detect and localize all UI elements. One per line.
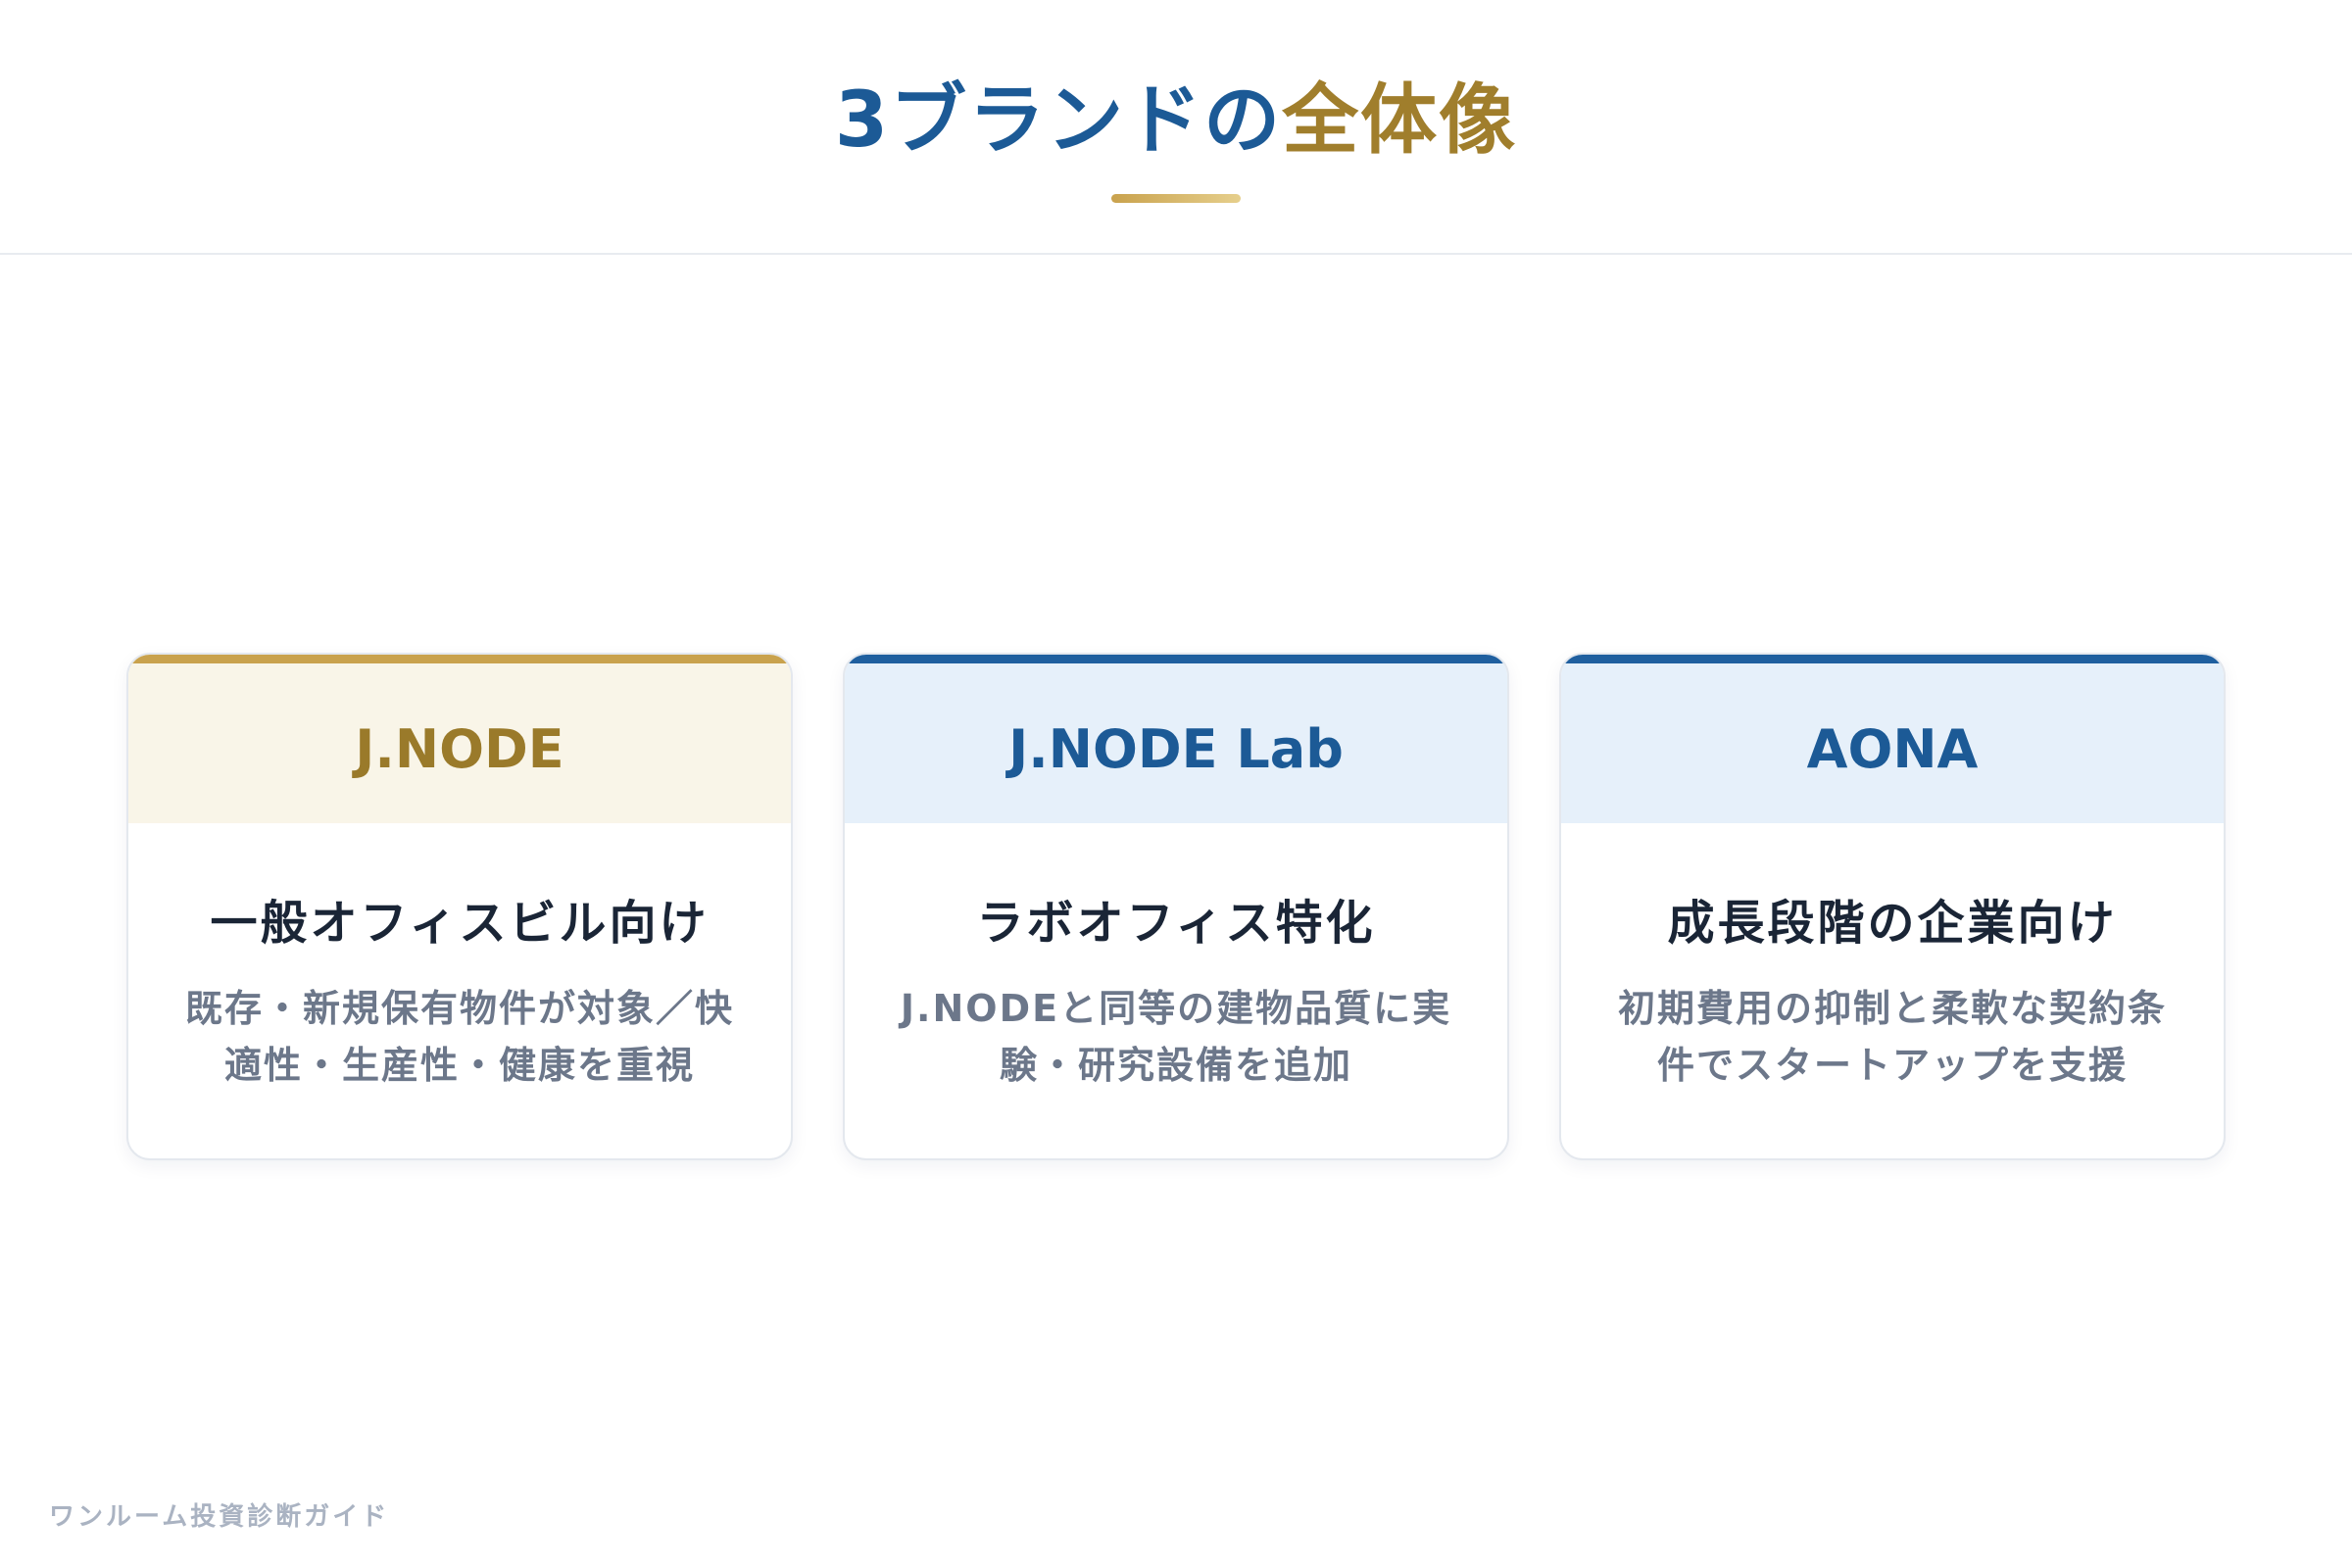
card-body: 一般オフィスビル向け 既存・新規保有物件が対象／快適性・生産性・健康を重視 [128, 823, 791, 1158]
card-description: 初期費用の抑制と柔軟な契約条件でスタートアップを支援 [1617, 987, 2167, 1087]
brand-card-aona: AONA 成長段階の企業向け 初期費用の抑制と柔軟な契約条件でスタートアップを支… [1559, 653, 2226, 1160]
footer-label: ワンルーム投資診断ガイド [49, 1502, 390, 1532]
card-header: J.NODE [128, 655, 791, 823]
page-header: 3ブランドの全体像 [0, 0, 2352, 255]
card-header: J.NODE Lab [845, 655, 1507, 823]
page-title: 3ブランドの全体像 [0, 67, 2352, 174]
page-title-accent: 全体像 [1282, 76, 1518, 165]
card-headline: 一般オフィスビル向け [210, 896, 710, 951]
brand-name: J.NODE Lab [1008, 718, 1344, 780]
brand-name: J.NODE [355, 718, 564, 780]
card-body: ラボオフィス特化 J.NODEと同等の建物品質に実験・研究設備を追加 [845, 823, 1507, 1158]
card-description: J.NODEと同等の建物品質に実験・研究設備を追加 [900, 987, 1452, 1087]
brand-name: AONA [1806, 718, 1979, 780]
brand-cards: J.NODE 一般オフィスビル向け 既存・新規保有物件が対象／快適性・生産性・健… [126, 653, 2226, 1160]
title-underline [1111, 194, 1241, 203]
card-body: 成長段階の企業向け 初期費用の抑制と柔軟な契約条件でスタートアップを支援 [1561, 823, 2224, 1158]
card-header: AONA [1561, 655, 2224, 823]
page-title-main: 3ブランドの [834, 76, 1283, 165]
card-description: 既存・新規保有物件が対象／快適性・生産性・健康を重視 [184, 987, 734, 1087]
card-headline: 成長段階の企業向け [1667, 896, 2118, 951]
brand-card-jnode: J.NODE 一般オフィスビル向け 既存・新規保有物件が対象／快適性・生産性・健… [126, 653, 793, 1160]
brand-card-jnode-lab: J.NODE Lab ラボオフィス特化 J.NODEと同等の建物品質に実験・研究… [843, 653, 1509, 1160]
card-headline: ラボオフィス特化 [976, 896, 1376, 951]
